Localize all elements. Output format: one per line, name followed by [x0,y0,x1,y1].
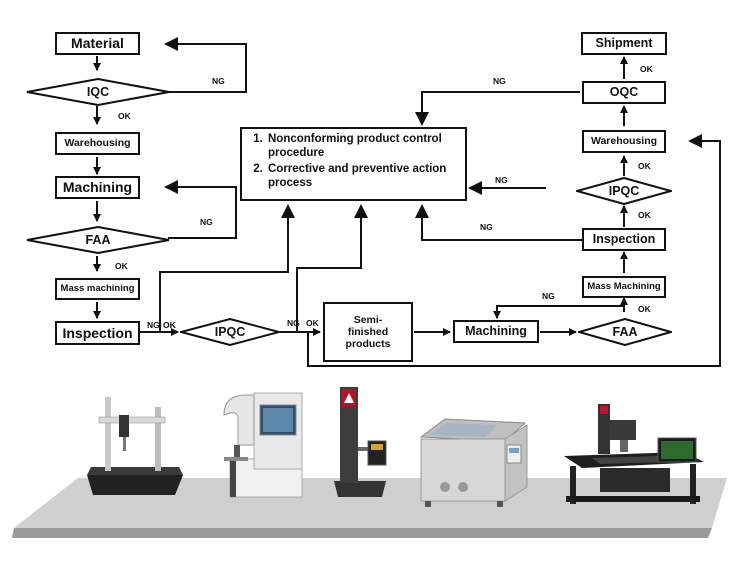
height-gauge-icon [334,387,387,497]
warehousing-right-box: Warehousing [582,130,666,153]
procedure-item-1: Nonconforming product control procedure [266,132,461,161]
ng-label-faa-left: NG [200,217,213,227]
ok-label-faa-left: OK [115,261,128,271]
ng-label-faa-right: NG [542,291,555,301]
hardness-tester-icon [223,392,303,498]
faa-left-diamond [26,226,170,254]
faa-right-label: FAA [612,325,638,339]
oqc-box: OQC [582,81,666,104]
ng-label-inspection-left: NG [147,320,160,330]
faa-right-diamond [578,318,672,346]
machining-middle-box: Machining [453,320,539,343]
salt-spray-chamber-icon [419,418,528,507]
ok-label-inspection-left: OK [163,320,176,330]
ok-label-warehousing: OK [638,161,651,171]
ok-label-iqc: OK [118,111,131,121]
ng-label-ipqc-right: NG [495,175,508,185]
material-box: Material [55,32,140,55]
shipment-box: Shipment [581,32,667,55]
iqc-label: IQC [86,85,110,99]
ok-label-mass-machining: OK [638,304,651,314]
inspection-right-box: Inspection [582,228,666,251]
ok-label-ipqc-right: OK [638,210,651,220]
machining-left-box: Machining [55,176,140,199]
ipqc-right-diamond [576,177,672,205]
ok-label-shipment: OK [640,64,653,74]
ng-label-iqc: NG [212,76,225,86]
ng-label-inspection-right: NG [480,222,493,232]
ok-label-ipqc-middle: OK [306,318,319,328]
faa-left-label: FAA [85,233,111,247]
coordinate-measuring-machine-icon [87,397,183,495]
vision-measuring-machine-icon [564,404,704,504]
ipqc-middle-label: IPQC [214,325,246,339]
equipment-platform [14,478,727,528]
procedure-item-2: Corrective and preventive action process [266,162,461,191]
ng-label-ipqc-middle: NG [287,318,300,328]
semi-finished-box: Semi-finished products [323,302,413,362]
ng-label-oqc: NG [493,76,506,86]
mass-machining-left-box: Mass machining [55,278,140,300]
ipqc-right-label: IPQC [608,184,640,198]
iqc-diamond [26,78,170,106]
warehousing-left-box: Warehousing [55,132,140,155]
mass-machining-right-box: Mass Machining [582,276,666,298]
procedure-box: Nonconforming product control procedure … [240,127,467,201]
ipqc-middle-diamond [180,318,280,346]
inspection-left-box: Inspection [55,321,140,345]
